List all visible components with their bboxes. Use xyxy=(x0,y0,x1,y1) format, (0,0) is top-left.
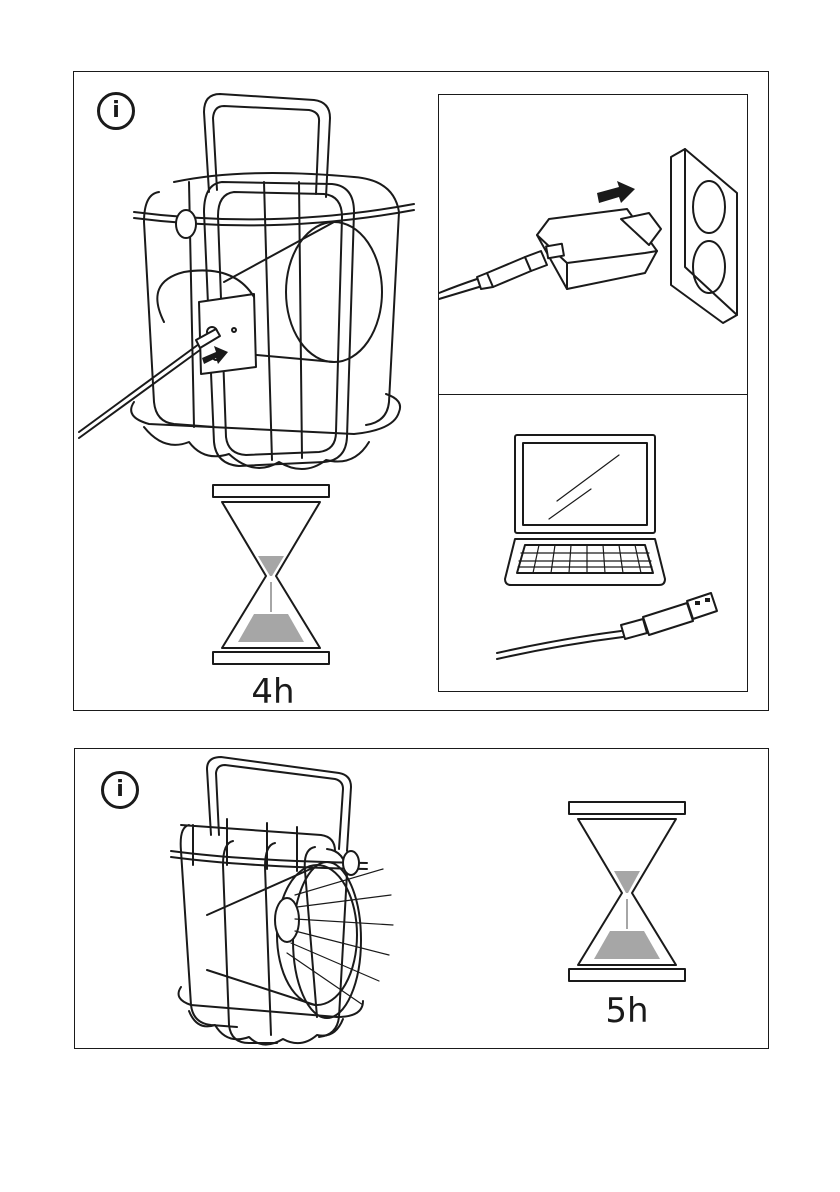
charge-duration-label: 4h xyxy=(214,675,332,709)
laptop-usb-icon xyxy=(439,395,749,693)
hourglass-icon xyxy=(212,484,330,666)
laptop-usb-subpanel xyxy=(438,394,748,692)
light-duration-label: 5h xyxy=(568,994,686,1028)
info-circle-icon: i xyxy=(101,771,139,809)
wall-adapter-icon xyxy=(439,95,749,397)
step-1-panel: i xyxy=(73,71,769,711)
info-symbol: i xyxy=(116,779,124,801)
lantern-charging-icon xyxy=(104,82,434,482)
lantern-lit-icon xyxy=(167,755,417,1047)
hourglass-icon xyxy=(568,801,686,983)
step-2-panel: i 5h xyxy=(74,748,769,1049)
wall-adapter-subpanel xyxy=(438,94,748,396)
